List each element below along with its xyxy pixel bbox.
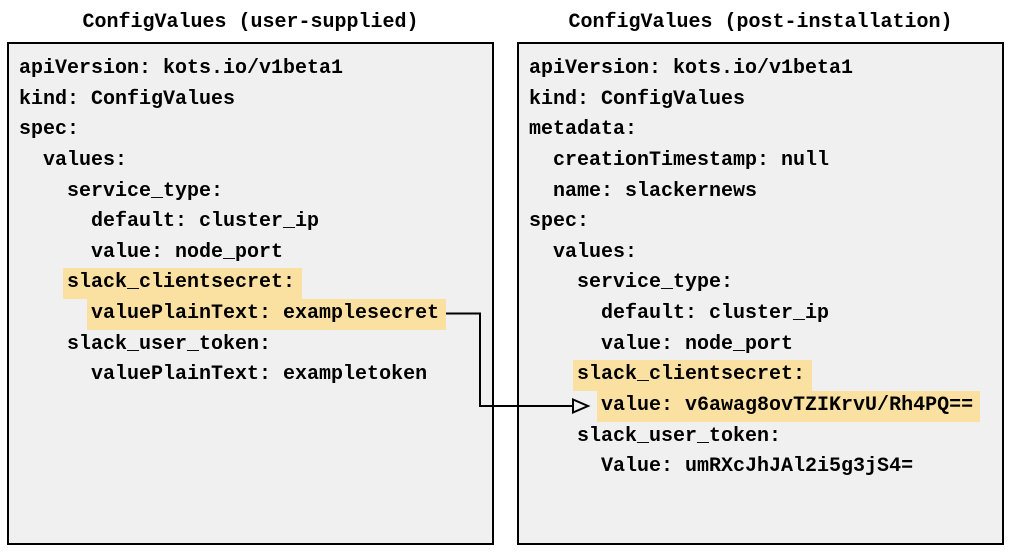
code-line: service_type:	[67, 179, 224, 203]
code-line: valuePlainText: exampletoken	[91, 363, 428, 387]
code-line: valuePlainText: examplesecret	[19, 299, 492, 330]
code-line: kind: ConfigValues	[19, 87, 236, 111]
post-installation-config-panel: apiVersion: kots.io/v1beta1 kind: ConfigV…	[517, 42, 1004, 545]
code-line: values:	[43, 148, 128, 172]
code-block-user-supplied: apiVersion: kots.io/v1beta1 kind: ConfigV…	[19, 54, 492, 391]
code-line: apiVersion: kots.io/v1beta1	[529, 57, 854, 80]
code-line: value: v6awag8ovTZIKrvU/Rh4PQ==	[529, 391, 1002, 422]
code-line: kind: ConfigValues	[529, 87, 746, 111]
code-line: spec:	[529, 210, 590, 234]
highlighted-text: valuePlainText: examplesecret	[87, 299, 447, 330]
code-line: slack_clientsecret:	[529, 360, 1002, 392]
code-line: apiVersion: kots.io/v1beta1	[19, 57, 344, 80]
highlighted-text: slack_clientsecret:	[573, 360, 813, 392]
code-line: name: slackernews	[553, 179, 758, 203]
code-line: default: cluster_ip	[91, 210, 320, 234]
code-line: slack_user_token:	[67, 332, 272, 356]
code-line: value: node_port	[91, 240, 284, 264]
code-line: service_type:	[577, 271, 734, 295]
code-block-post-installation: apiVersion: kots.io/v1beta1 kind: ConfigV…	[529, 54, 1002, 483]
highlighted-text: value: v6awag8ovTZIKrvU/Rh4PQ==	[597, 391, 981, 422]
highlighted-text: slack_clientsecret:	[63, 268, 303, 300]
code-line: creationTimestamp: null	[553, 148, 830, 172]
code-line: values:	[553, 240, 638, 264]
code-line: Value: umRXcJhJAl2i5g3jS4=	[601, 455, 914, 479]
code-line: slack_user_token:	[577, 424, 782, 448]
code-line: value: node_port	[601, 332, 794, 356]
code-line: default: cluster_ip	[601, 302, 830, 326]
code-line: metadata:	[529, 118, 638, 142]
code-line: slack_clientsecret:	[19, 268, 492, 300]
left-panel-title: ConfigValues (user-supplied)	[82, 11, 419, 34]
user-supplied-config-panel: apiVersion: kots.io/v1beta1 kind: ConfigV…	[7, 42, 494, 545]
code-line: spec:	[19, 118, 80, 142]
right-panel-title: ConfigValues (post-installation)	[568, 11, 953, 34]
